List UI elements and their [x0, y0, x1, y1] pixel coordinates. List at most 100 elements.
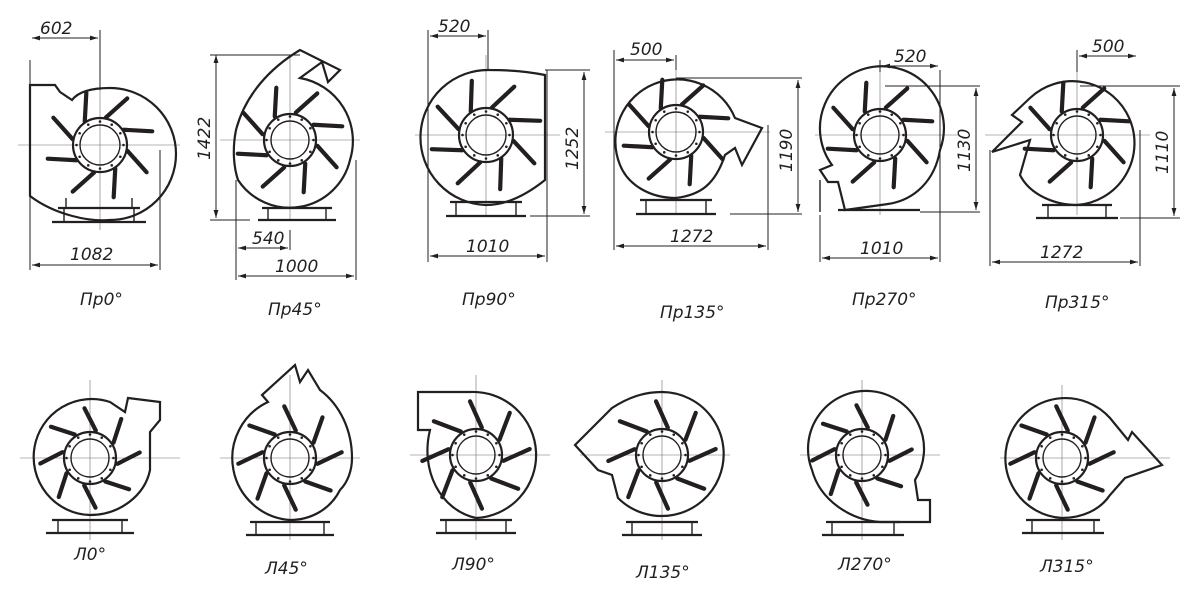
impeller-blade: [828, 468, 841, 497]
fan-pr90-hub: [457, 106, 515, 164]
hub-bolt: [98, 120, 102, 123]
impeller-blade: [82, 483, 98, 510]
fan-l270: Л270°: [800, 380, 940, 575]
impeller-blade: [82, 90, 89, 124]
impeller-blade: [810, 447, 837, 463]
impeller-blade: [1080, 86, 1107, 110]
impeller-blade: [38, 450, 65, 466]
hub-bolt: [110, 123, 114, 126]
impeller-blade: [831, 105, 855, 132]
hub-bolt: [860, 477, 864, 480]
hub-bolt: [1060, 433, 1064, 436]
impeller-blade: [282, 404, 298, 433]
hub-bolt: [884, 453, 887, 457]
hub-bolt: [662, 110, 666, 113]
hub-bolt: [472, 113, 476, 116]
impeller-blade: [236, 450, 265, 466]
dim-pr270-width: 1010: [860, 239, 903, 259]
hub-bolt: [300, 436, 304, 439]
hub-bolt: [1048, 477, 1052, 480]
hub-bolt: [672, 433, 676, 436]
hub-bolt: [109, 468, 112, 472]
impeller-blade: [235, 151, 269, 158]
hub-bolt: [109, 444, 112, 448]
impeller-blade: [45, 156, 79, 163]
impeller-blade: [683, 410, 698, 442]
fan-l315-hub: [1034, 430, 1090, 486]
caption-pr315: Пр315°: [1045, 293, 1110, 313]
hub-bolt: [495, 441, 498, 445]
dim-pr135-offset: 500: [630, 40, 662, 60]
hub-bolt: [1055, 145, 1058, 149]
hub-bolt: [878, 110, 882, 113]
fan-pr315-impeller: [1022, 80, 1132, 190]
fan-l0-impeller: [38, 406, 142, 510]
impeller-blade: [1054, 404, 1070, 433]
hub-bolt: [695, 142, 698, 146]
impeller-blade: [1087, 450, 1116, 466]
impeller-blade: [70, 170, 97, 194]
hub-bolt: [86, 164, 90, 167]
fan-pr45-impeller: [235, 85, 345, 195]
hub-bolt: [312, 456, 315, 460]
hub-bolt: [65, 456, 68, 460]
hub-bolt: [86, 123, 90, 126]
hub-bolt: [464, 145, 467, 149]
hub-bolt: [486, 433, 490, 436]
hub-bolt: [276, 477, 280, 480]
hub-bolt: [78, 131, 81, 135]
impeller-blade: [311, 122, 345, 129]
fan-pr45: 1422 540 1000 Пр45°: [195, 48, 360, 320]
dim-pr45-offset: 540: [252, 229, 284, 249]
hub-bolt: [648, 474, 652, 477]
fan-pr0-impeller: [45, 90, 155, 200]
caption-pr45: Пр45°: [268, 300, 322, 320]
hub-bolt: [119, 155, 122, 159]
caption-l270: Л270°: [837, 555, 892, 575]
fan-l270-hub: [834, 427, 890, 483]
hub-bolt: [300, 477, 304, 480]
fan-l45-stand: [246, 520, 334, 537]
impeller-blade: [1075, 479, 1105, 493]
hub-bolt: [1087, 154, 1091, 157]
impeller-blade: [891, 156, 898, 190]
impeller-blade: [420, 447, 451, 464]
impeller-blade: [653, 399, 670, 430]
impeller-blade: [1008, 450, 1037, 466]
fan-l135-stand: [622, 520, 702, 537]
hub-bolt: [309, 468, 312, 472]
dim-pr45-height: 1422: [195, 117, 215, 160]
hub-bolt: [78, 155, 81, 159]
fan-pr270-stand: [819, 180, 920, 212]
impeller-blade: [697, 114, 731, 121]
impeller-blade: [468, 480, 485, 511]
impeller-blade: [1054, 483, 1070, 512]
fan-pr270-hub: [852, 107, 908, 163]
dim-pr135-width: 1272: [670, 227, 713, 247]
impeller-blade: [241, 110, 265, 137]
impeller-blade: [315, 143, 339, 170]
impeller-blade: [658, 77, 665, 111]
impeller-blade: [1102, 138, 1126, 165]
fan-l315-stand: [1022, 518, 1104, 535]
fan-pr270-impeller: [825, 80, 935, 190]
fan-pr0-stand: [52, 198, 146, 224]
hub-bolt: [110, 164, 114, 167]
impeller-blade: [431, 419, 463, 434]
impeller-blade: [247, 423, 277, 437]
dim-pr315-width: 1272: [1040, 243, 1083, 263]
impeller-blade: [497, 410, 512, 442]
hub-bolt: [496, 113, 500, 116]
hub-bolt: [1040, 468, 1043, 472]
hub-bolt: [848, 474, 852, 477]
impeller-blade: [854, 480, 870, 507]
fan-l45-hub: [262, 430, 318, 486]
impeller-blade: [51, 115, 75, 142]
dim-pr90-width: 1010: [466, 237, 509, 257]
hub-bolt: [866, 154, 870, 157]
hub-bolt: [265, 138, 268, 142]
fan-l315: Л315°: [1000, 385, 1170, 577]
hub-bolt: [508, 133, 511, 137]
impeller-blade: [467, 399, 484, 430]
impeller-blade: [282, 483, 298, 512]
